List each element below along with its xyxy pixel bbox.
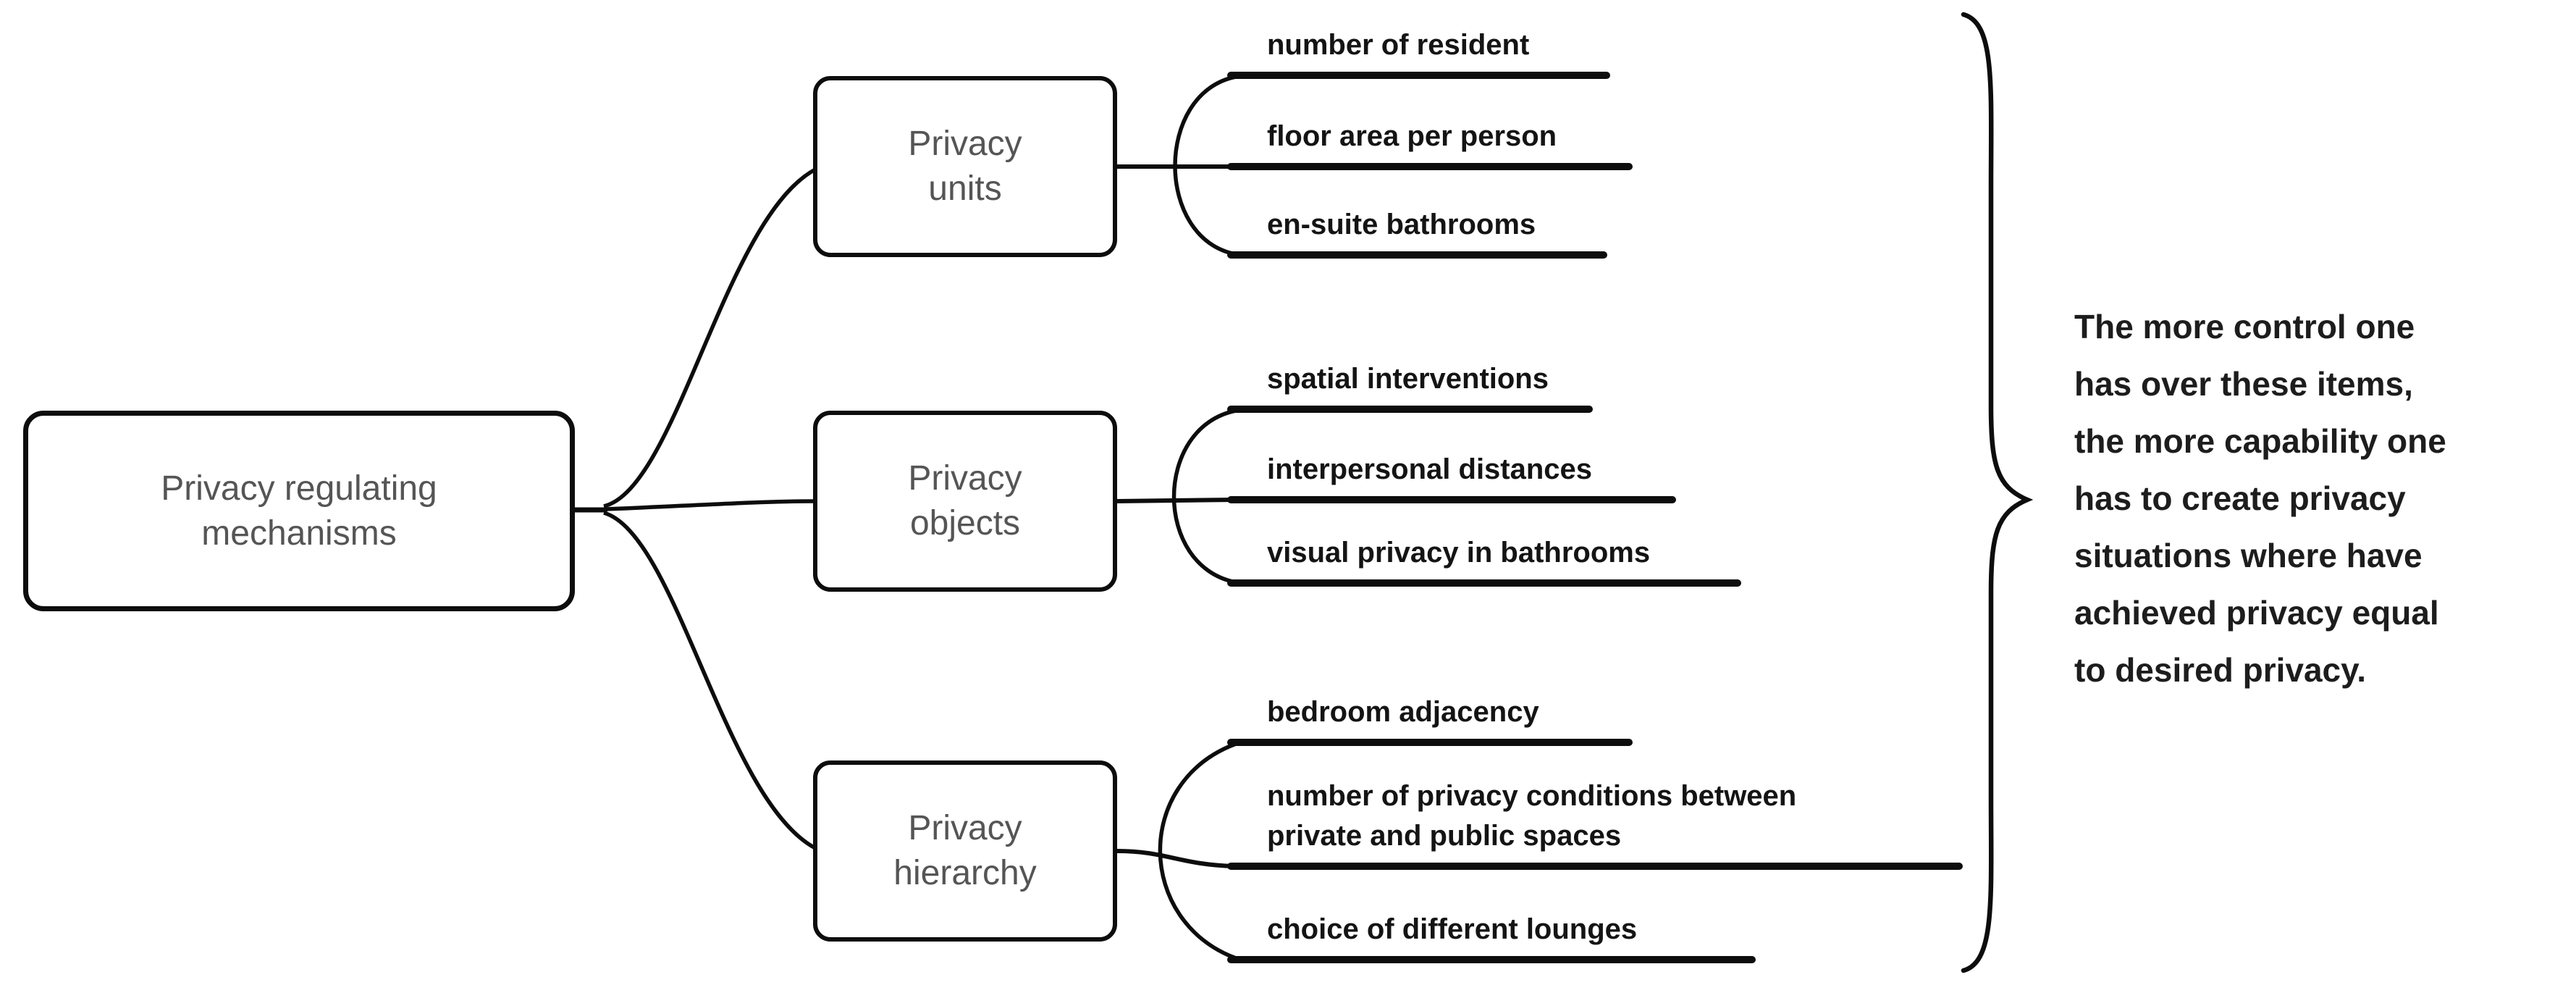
leaf-choice-of-lounges: choice of different lounges bbox=[1267, 913, 1638, 945]
branch-node-privacy-hierarchy: Privacy hierarchy bbox=[813, 760, 1117, 942]
leaf-interpersonal-distances: interpersonal distances bbox=[1267, 453, 1593, 485]
leaf-privacy-conditions: number of privacy conditions between pri… bbox=[1267, 780, 1797, 852]
branch-arc-units bbox=[1173, 75, 1237, 256]
curly-brace bbox=[1961, 12, 2034, 973]
connector-root-hierarchy bbox=[603, 511, 817, 850]
leaf-spatial-interventions: spatial interventions bbox=[1267, 363, 1549, 395]
leaf-visual-privacy-in-bathrooms: visual privacy in bathrooms bbox=[1267, 537, 1651, 569]
branch-arc-hierarchy bbox=[1158, 742, 1237, 960]
brace-annotation-text: The more control one has over these item… bbox=[2074, 308, 2446, 689]
branch-node-label: Privacy units bbox=[908, 125, 1022, 208]
branch-node-label: Privacy objects bbox=[908, 459, 1022, 542]
branch-stub-hierarchy bbox=[1116, 849, 1235, 868]
connector-root-objects bbox=[603, 499, 816, 511]
root-node-label: Privacy regulating mechanisms bbox=[161, 469, 437, 553]
leaf-bedroom-adjacency: bedroom adjacency bbox=[1267, 696, 1539, 728]
leaf-ensuite-bathrooms: en-suite bathrooms bbox=[1267, 209, 1536, 240]
leaf-number-of-resident: number of resident bbox=[1267, 29, 1530, 61]
branch-node-label: Privacy hierarchy bbox=[893, 809, 1037, 892]
root-node-privacy-regulating-mechanisms: Privacy regulating mechanisms bbox=[23, 411, 575, 611]
leaf-floor-area-per-person: floor area per person bbox=[1267, 120, 1557, 152]
connector-root-units bbox=[603, 167, 817, 508]
branch-arc-objects bbox=[1171, 408, 1237, 584]
branch-node-privacy-units: Privacy units bbox=[813, 76, 1117, 257]
branch-node-privacy-objects: Privacy objects bbox=[813, 411, 1117, 592]
